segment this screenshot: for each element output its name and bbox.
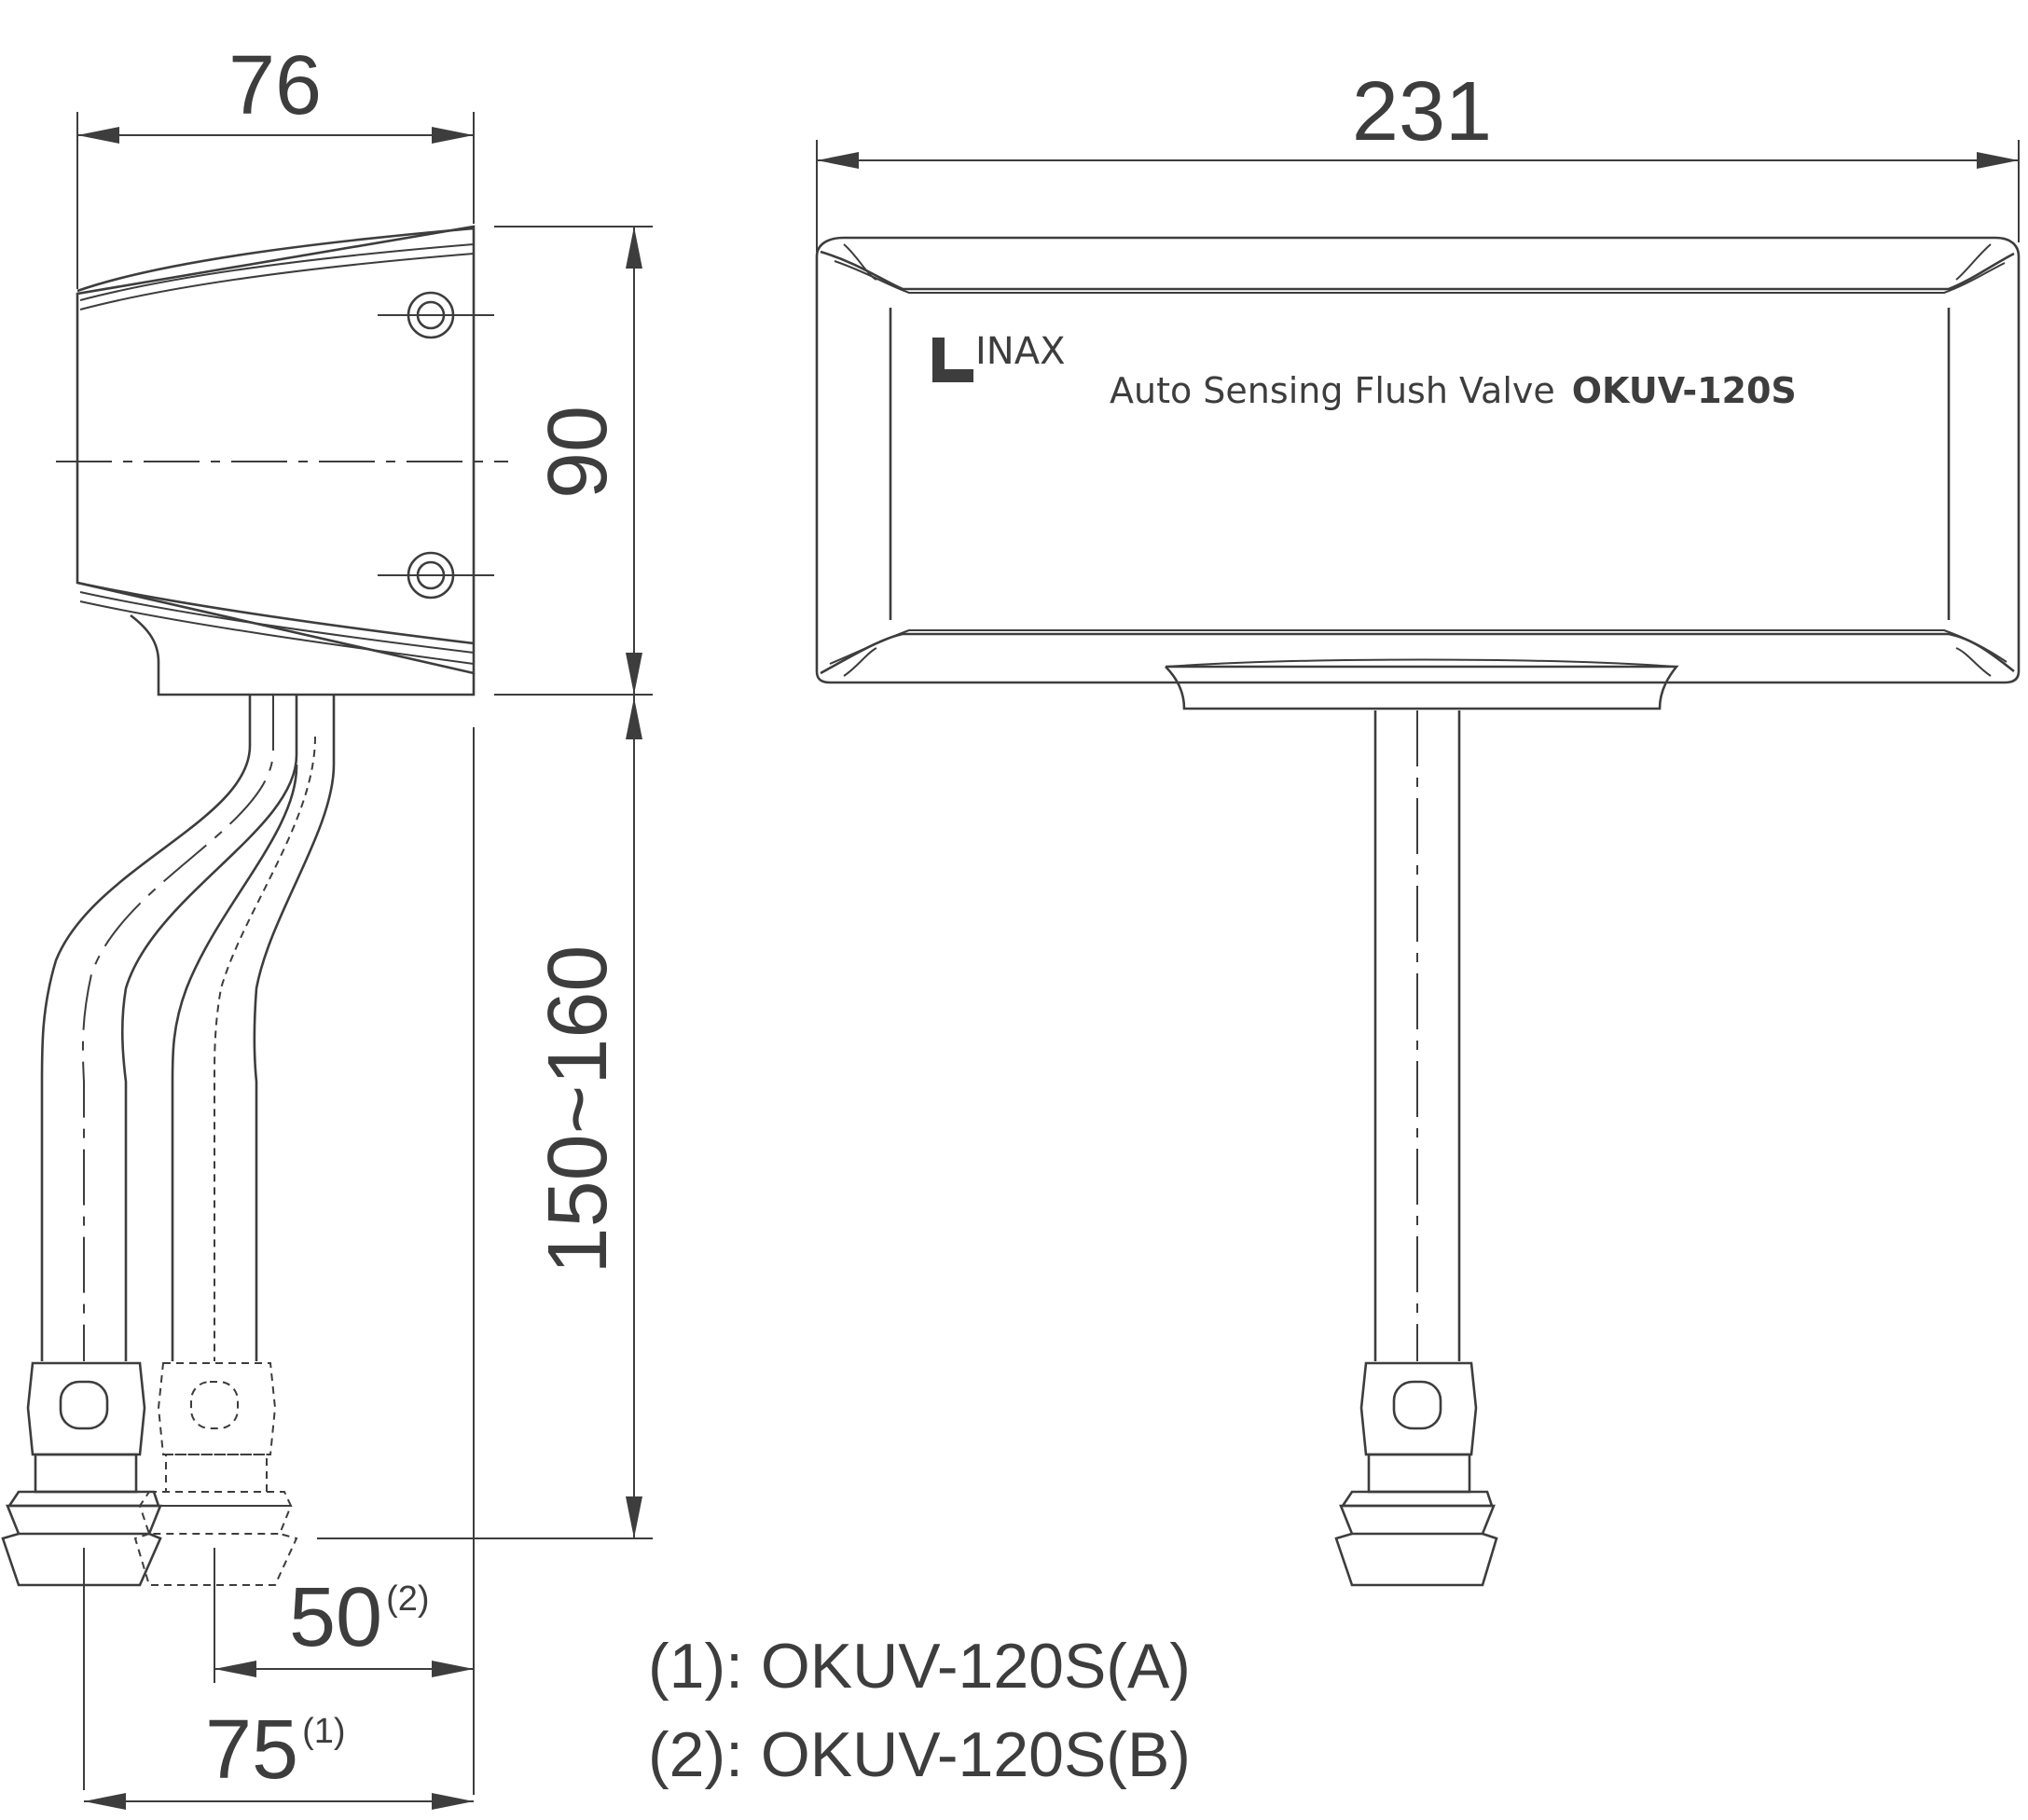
dim-offset-b-note: (2) (386, 1579, 429, 1619)
note-1: (1): OKUV-120S(A) (648, 1631, 1191, 1702)
dim-offset-b: 50 (2) (289, 1571, 430, 1664)
side-view (1, 225, 508, 1790)
dim-offset-b-value: 50 (289, 1571, 382, 1664)
product-name: Auto Sensing Flush Valve OKUV-120S (1110, 370, 1797, 411)
dim-height: 90 (531, 406, 625, 499)
dim-front-width: 231 (1352, 65, 1492, 159)
product-model: OKUV-120S (1572, 370, 1797, 411)
product-label: Auto Sensing Flush Valve (1110, 370, 1555, 411)
front-view: INAX Auto Sensing Flush Valve OKUV-120S (815, 236, 2021, 1587)
inax-logo: INAX (932, 330, 1065, 382)
dim-offset-a: 75 (1) (205, 1703, 346, 1797)
note-2: (2): OKUV-120S(B) (648, 1719, 1191, 1790)
brand-name: INAX (975, 330, 1065, 373)
dimension-lines: 76 231 90 150~160 50 (2) (76, 39, 2020, 1810)
dim-offset-a-value: 75 (205, 1703, 298, 1797)
dim-side-width: 76 (228, 39, 322, 132)
dim-offset-a-note: (1) (302, 1712, 345, 1751)
model-notes: (1): OKUV-120S(A) (2): OKUV-120S(B) (648, 1631, 1191, 1790)
dim-pipe-length: 150~160 (531, 945, 625, 1275)
